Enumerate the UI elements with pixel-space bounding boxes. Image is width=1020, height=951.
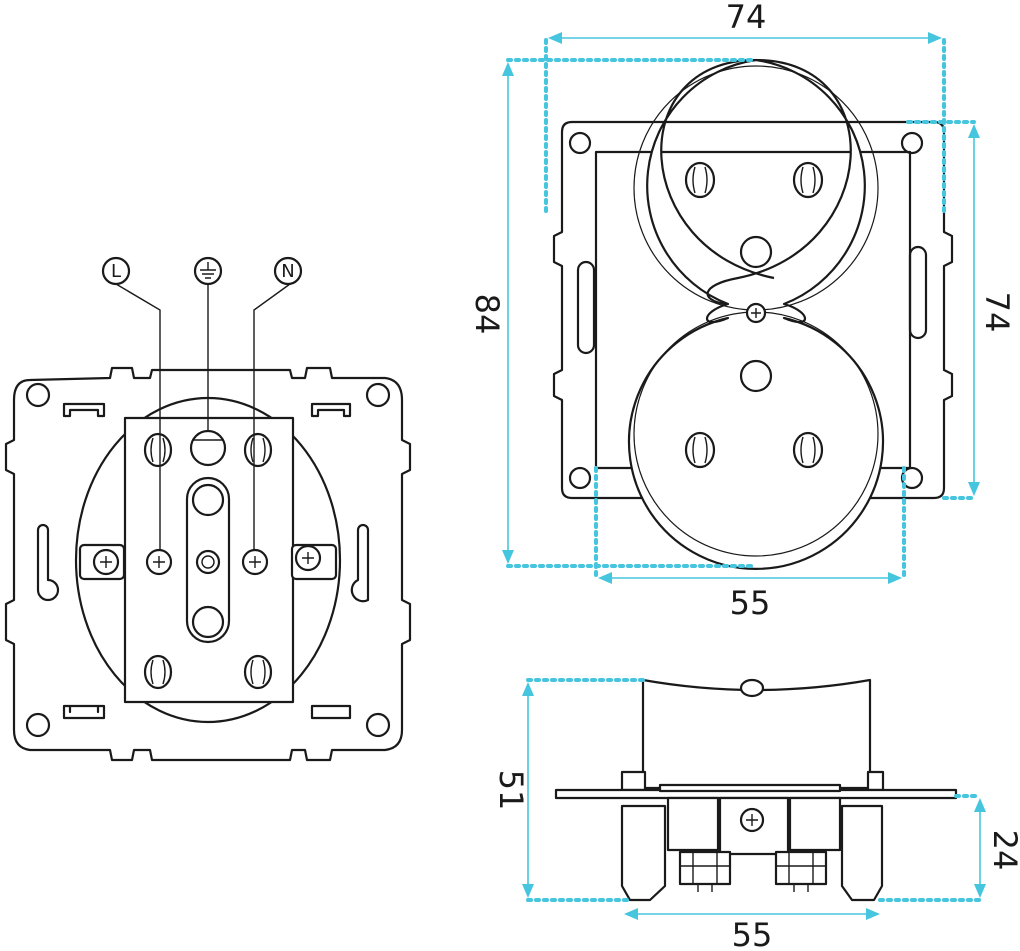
earth-pin (739, 359, 773, 393)
earth-pin (739, 235, 773, 269)
frame-height-dimension: 74 (978, 292, 1016, 333)
rear-housing (620, 804, 667, 902)
terminal-screw (143, 654, 173, 690)
terminal-screw (143, 432, 173, 468)
clip-slot (62, 704, 106, 720)
socket-pin-hole (684, 431, 716, 469)
side-view: 51 24 55 (492, 678, 1020, 951)
clip-slot (310, 704, 352, 720)
corner-hole (25, 712, 51, 738)
socket-pin-hole (792, 161, 824, 199)
central-slot (185, 476, 231, 644)
keyhole-slot (908, 245, 928, 340)
front-height-dimension: 84 (468, 294, 506, 335)
front-view: 74 84 74 55 (468, 0, 1016, 622)
ground-icon (193, 256, 223, 286)
neutral-terminal-label-circle (273, 256, 303, 286)
corner-hole (568, 466, 592, 490)
earth-terminal-screw (189, 429, 227, 467)
terminal-callouts: L N (101, 256, 303, 550)
corner-hole (568, 131, 592, 155)
total-depth-dimension: 51 (492, 770, 530, 811)
rear-mounting-plate (4, 366, 412, 762)
corner-hole (25, 382, 51, 408)
corner-hole (365, 382, 391, 408)
front-bottom-width-dimension: 55 (730, 584, 771, 622)
clip-slot (62, 402, 106, 418)
rear-view: L N (4, 256, 412, 762)
keyhole-slot (576, 260, 596, 355)
terminal-screw (243, 432, 273, 468)
corner-hole (900, 131, 924, 155)
keyhole-slot (36, 523, 60, 602)
socket-pin-hole (684, 161, 716, 199)
neutral-terminal-label: N (281, 261, 294, 282)
side-width-dimension: 55 (732, 916, 773, 951)
terminal-screw (243, 654, 273, 690)
keyhole-slot (350, 523, 370, 603)
corner-hole (365, 712, 391, 738)
clip-slot (310, 402, 352, 418)
live-terminal-label-circle (101, 256, 131, 286)
front-width-dimension: 74 (726, 0, 767, 36)
socket-pin-hole (792, 431, 824, 469)
live-terminal-label: L (111, 261, 121, 282)
rear-depth-dimension: 24 (986, 830, 1020, 871)
side-socket-cover (641, 678, 872, 790)
